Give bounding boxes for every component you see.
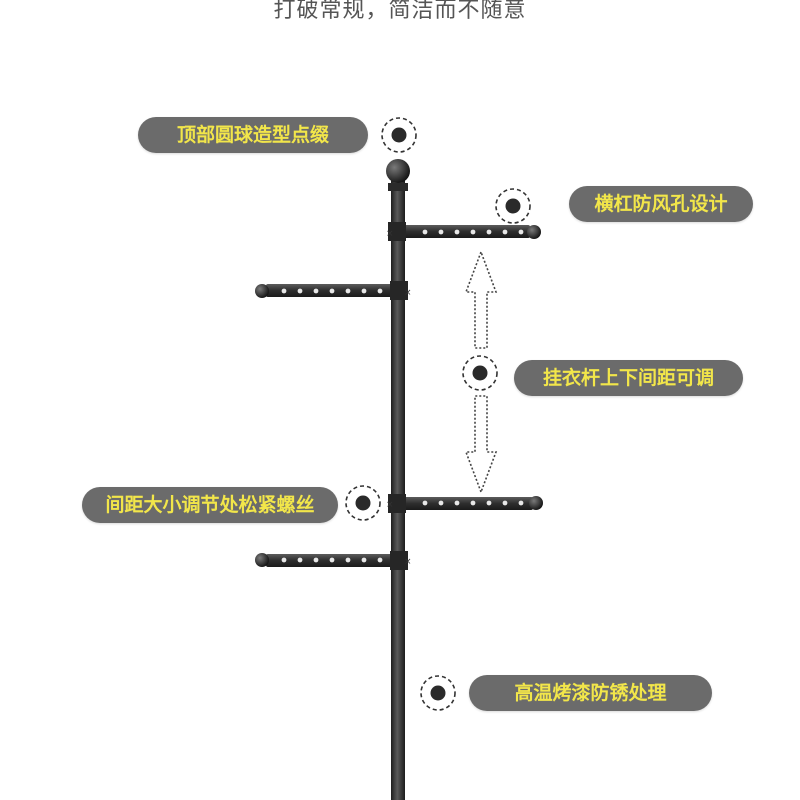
- svg-text:×: ×: [404, 557, 412, 567]
- svg-text:×: ×: [386, 500, 394, 510]
- callout-paint: 高温烤漆防锈处理: [469, 675, 712, 711]
- crossbar-lower-right: ×: [386, 494, 543, 513]
- target-marker-crossbar: [495, 188, 531, 224]
- callout-adjustable-spacing: 挂衣杆上下间距可调: [514, 360, 743, 396]
- main-pole: [391, 175, 405, 800]
- target-marker-paint: [420, 675, 456, 711]
- top-ball: [386, 159, 410, 183]
- subtitle: 打破常规，简洁而不随意: [273, 0, 527, 23]
- crossbar-lower-left: ×: [255, 551, 412, 570]
- callout-top-ball: 顶部圆球造型点缀: [138, 117, 368, 153]
- adjust-arrow-down: [464, 395, 498, 495]
- target-marker-top-ball: [381, 117, 417, 153]
- callout-tighten-screw: 间距大小调节处松紧螺丝: [82, 487, 338, 523]
- target-marker-screw: [345, 485, 381, 521]
- svg-text:×: ×: [404, 288, 412, 298]
- crossbar-upper-right: ×: [386, 222, 541, 241]
- target-marker-spacing: [462, 355, 498, 391]
- adjust-arrow-up: [464, 249, 498, 349]
- crossbar-upper-left: ×: [255, 281, 412, 300]
- callout-crossbar-holes: 横杠防风孔设计: [569, 186, 753, 222]
- svg-text:×: ×: [386, 229, 394, 239]
